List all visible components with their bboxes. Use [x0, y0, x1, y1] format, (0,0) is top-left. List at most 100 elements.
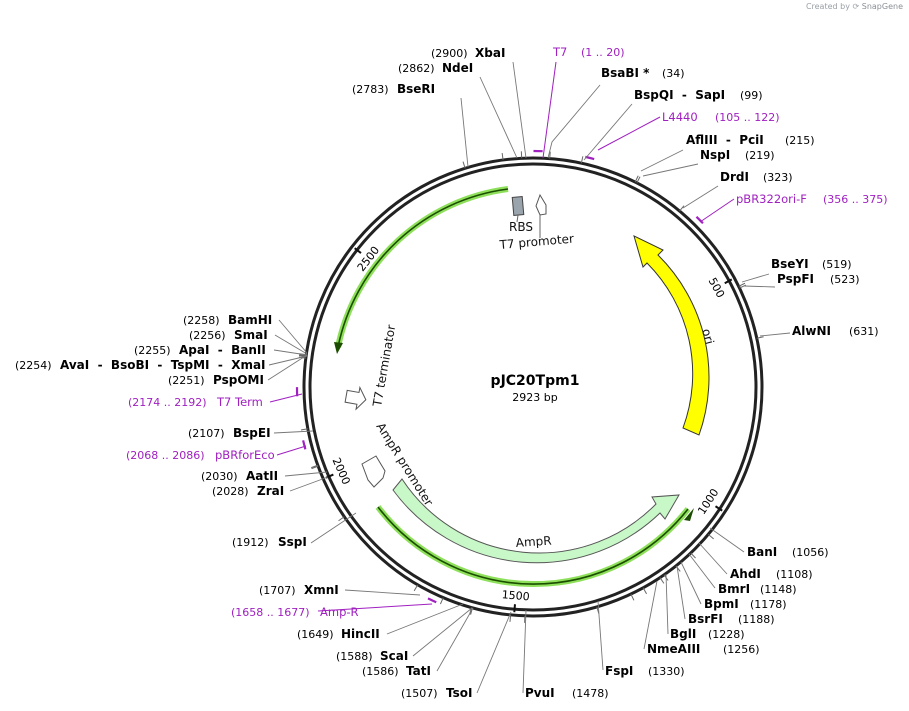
primer-sites: [295, 149, 704, 604]
t7-promoter-feature[interactable]: [535, 193, 547, 216]
enzyme-labels: (2900) XbaI (2862) NdeI (2783) BseRI Bsa…: [15, 46, 879, 700]
enzyme-label-scai[interactable]: (1588) ScaI: [336, 649, 408, 663]
ruler-tick: [714, 505, 723, 512]
svg-text:Amp-R: Amp-R: [320, 605, 359, 619]
svg-text:PvuI: PvuI: [525, 686, 555, 700]
svg-text:(99): (99): [740, 89, 763, 102]
t7-promoter-label: T7 promoter: [498, 232, 574, 253]
enzyme-label-apai[interactable]: (2255) ApaI - BanII: [134, 343, 266, 357]
svg-text:ZraI: ZraI: [257, 484, 284, 498]
svg-text:AflIII - PciI: AflIII - PciI: [686, 133, 764, 147]
primer-labels: T7 (1 .. 20) L4440 (105 .. 122) pBR322or…: [126, 45, 888, 619]
restriction-site-mark: [501, 152, 504, 161]
svg-text:(1 .. 20): (1 .. 20): [581, 46, 625, 59]
primer-label-amp-r[interactable]: (1658 .. 1677) Amp-R: [231, 605, 359, 619]
restriction-site-mark: [756, 336, 764, 339]
t7-terminator-feature[interactable]: [344, 385, 368, 411]
svg-text:(356 .. 375): (356 .. 375): [823, 193, 888, 206]
restriction-site-mark: [549, 151, 551, 159]
enzyme-label-pvui[interactable]: PvuI (1478): [525, 686, 609, 700]
ruler-tick: [513, 604, 516, 613]
svg-text:(2254): (2254): [15, 359, 52, 372]
ruler-tick: [724, 278, 733, 285]
rbs-label: RBS: [509, 220, 533, 234]
svg-text:T7 Term: T7 Term: [216, 395, 263, 409]
enzyme-label-bpmi[interactable]: BpmI (1178): [704, 597, 787, 611]
svg-text:(523): (523): [830, 273, 860, 286]
enzyme-label-bani[interactable]: BanI (1056): [747, 545, 829, 559]
enzyme-label-afliii[interactable]: AflIII - PciI (215): [686, 133, 815, 147]
svg-text:T7: T7: [552, 45, 567, 59]
enzyme-label-smai[interactable]: (2256) SmaI: [189, 328, 268, 342]
enzyme-label-bspei[interactable]: (2107) BspEI: [188, 426, 271, 440]
svg-text:BseYI: BseYI: [771, 257, 809, 271]
svg-text:(2256): (2256): [189, 329, 226, 342]
enzyme-label-sspi[interactable]: (1912) SspI: [232, 535, 307, 549]
restriction-site-mark: [675, 565, 681, 572]
enzyme-label-alwni[interactable]: AlwNI (631): [792, 324, 879, 338]
enzyme-label-aatii[interactable]: (2030) AatII: [201, 469, 278, 483]
rbs-feature[interactable]: [511, 196, 525, 216]
primer-binding-bar: [302, 440, 307, 450]
svg-text:BspEI: BspEI: [233, 426, 271, 440]
enzyme-label-drdi[interactable]: DrdI (323): [720, 170, 793, 184]
restriction-site-mark: [299, 354, 307, 357]
plasmid-name: pJC20Tpm1: [491, 373, 580, 389]
enzyme-label-bseri[interactable]: (2783) BseRI: [352, 82, 435, 96]
svg-text:pBR322ori-F: pBR322ori-F: [736, 192, 807, 206]
restriction-site-mark: [413, 584, 419, 592]
ampr-label: AmpR: [515, 534, 552, 550]
enzyme-label-ahdi[interactable]: AhdI (1108): [730, 567, 813, 581]
enzyme-label-pspfi[interactable]: PspFI (523): [777, 272, 860, 286]
enzyme-label-bsrfi[interactable]: BsrFI (1188): [688, 612, 775, 626]
svg-text:(2783): (2783): [352, 83, 389, 96]
primer-label-t7-term[interactable]: (2174 .. 2192) T7 Term: [128, 395, 263, 409]
enzyme-label-zrai[interactable]: (2028) ZraI: [212, 484, 284, 498]
svg-text:(2028): (2028): [212, 485, 249, 498]
ori-feature[interactable]: [633, 235, 710, 436]
svg-text:PspOMI: PspOMI: [213, 373, 264, 387]
primer-label-pbr322ori-f[interactable]: pBR322ori-F (356 .. 375): [736, 192, 888, 206]
restriction-site-mark: [707, 533, 714, 540]
plasmid-length: 2923 bp: [512, 391, 557, 404]
svg-text:TsoI: TsoI: [446, 686, 472, 700]
svg-text:(631): (631): [849, 325, 879, 338]
enzyme-label-nmeaiii[interactable]: NmeAIII (1256): [647, 642, 760, 656]
enzyme-label-bsabi[interactable]: BsaBI * (34): [601, 66, 685, 80]
enzyme-label-tati[interactable]: (1586) TatI: [362, 664, 431, 678]
enzyme-label-avai[interactable]: (2254) AvaI - BsoBI - TspMI - XmaI: [15, 358, 266, 372]
svg-text:(1108): (1108): [776, 568, 813, 581]
svg-text:(2258): (2258): [183, 314, 220, 327]
enzyme-label-pspomi[interactable]: (2251) PspOMI: [168, 373, 264, 387]
enzyme-label-bmri[interactable]: BmrI (1148): [718, 582, 797, 596]
ampr-feature[interactable]: [392, 478, 680, 564]
ruler-tick: [354, 247, 362, 254]
enzyme-label-nspi[interactable]: NspI (219): [700, 148, 775, 162]
enzyme-label-hincii[interactable]: (1649) HincII: [297, 627, 380, 641]
svg-text:(1056): (1056): [792, 546, 829, 559]
svg-text:SmaI: SmaI: [234, 328, 268, 342]
restriction-site-mark: [634, 175, 639, 183]
enzyme-label-bamhi[interactable]: (2258) BamHI: [183, 313, 272, 327]
enzyme-label-xmni[interactable]: (1707) XmnI: [259, 583, 339, 597]
enzyme-label-bseyi[interactable]: BseYI (519): [771, 257, 852, 271]
enzyme-label-bspqi[interactable]: BspQI - SapI (99): [634, 88, 763, 102]
ampr-promoter-feature[interactable]: [361, 455, 386, 488]
svg-text:(1478): (1478): [572, 687, 609, 700]
enzyme-label-tsoi[interactable]: (1507) TsoI: [401, 686, 472, 700]
restriction-site-mark: [300, 428, 308, 431]
svg-text:(34): (34): [662, 67, 685, 80]
svg-text:ScaI: ScaI: [380, 649, 408, 663]
enzyme-label-xbai[interactable]: (2900) XbaI: [431, 46, 505, 60]
svg-text:(2251): (2251): [168, 374, 205, 387]
svg-text:(215): (215): [785, 134, 815, 147]
primer-label-l4440[interactable]: L4440 (105 .. 122): [662, 110, 780, 124]
primer-label-pbrforeco[interactable]: (2068 .. 2086) pBRforEco: [126, 448, 275, 462]
svg-text:BanI: BanI: [747, 545, 777, 559]
enzyme-label-bgli[interactable]: BglI (1228): [670, 627, 745, 641]
enzyme-label-fspi[interactable]: FspI (1330): [605, 664, 685, 678]
primer-label-t7[interactable]: T7 (1 .. 20): [552, 45, 625, 59]
svg-text:XmnI: XmnI: [304, 583, 339, 597]
enzyme-label-ndei[interactable]: (2862) NdeI: [398, 61, 473, 75]
